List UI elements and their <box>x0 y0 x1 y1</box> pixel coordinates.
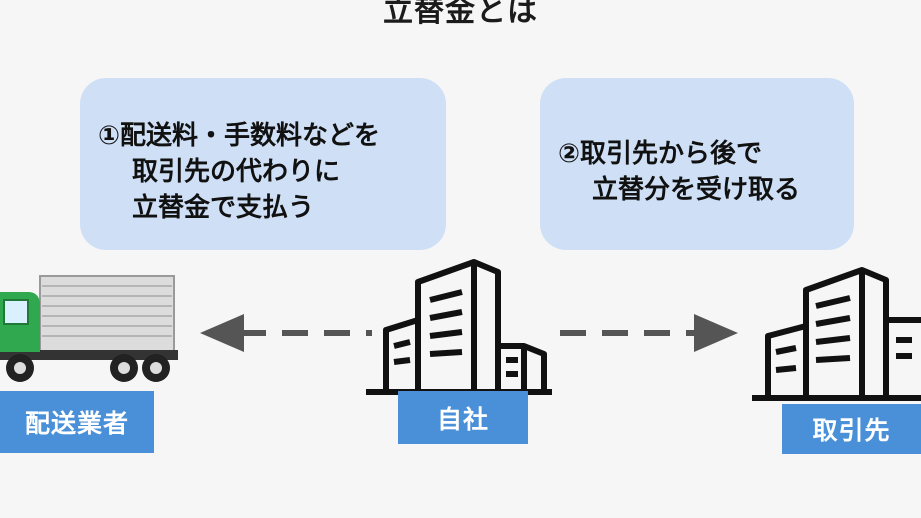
office-building-icon <box>366 259 552 395</box>
label-self-company: 自社 <box>398 391 528 444</box>
explanation-bubble-pay: ①配送料・手数料などを 取引先の代わりに 立替金で支払う <box>80 78 446 250</box>
bubble-pay-line-3: 立替金で支払う <box>132 193 315 223</box>
label-carrier: 配送業者 <box>0 391 154 453</box>
bubble-pay-line-2: 取引先の代わりに <box>132 157 341 187</box>
bubble-receive-line-1: ②取引先から後で <box>558 139 763 169</box>
partner-building-icon <box>752 267 921 401</box>
explanation-bubble-receive: ②取引先から後で 立替分を受け取る <box>540 78 854 250</box>
bubble-receive-line-2: 立替分を受け取る <box>592 175 801 205</box>
label-business-partner: 取引先 <box>782 404 921 454</box>
arrow-to-carrier <box>200 314 372 352</box>
arrow-to-partner <box>560 314 738 352</box>
truck-icon <box>0 275 178 382</box>
diagram-title: 立替金とは <box>383 0 538 29</box>
bubble-pay-line-1: ①配送料・手数料などを <box>98 121 381 151</box>
